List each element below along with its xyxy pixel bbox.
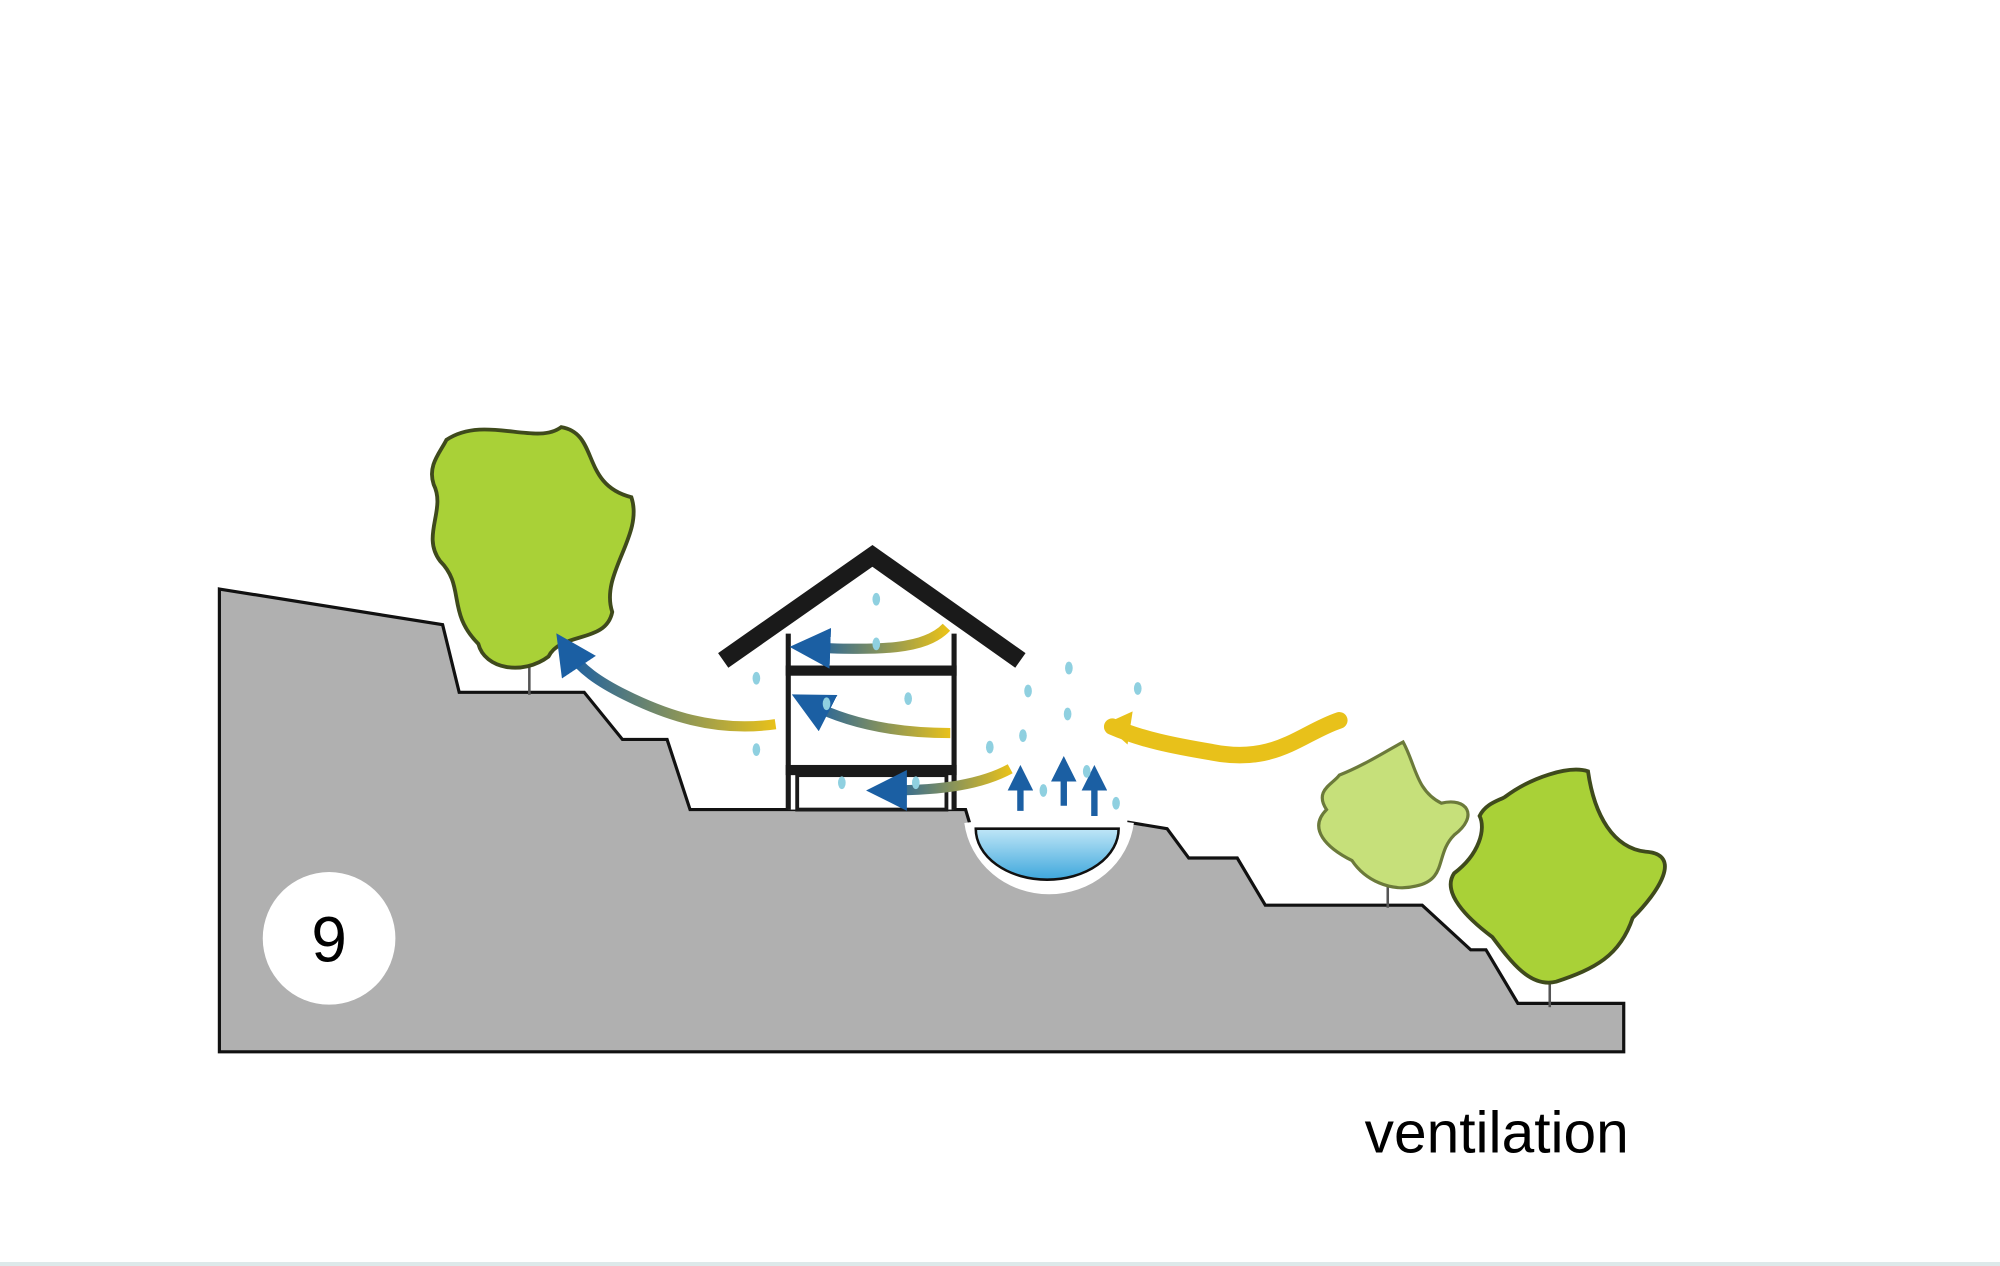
wind-arrows [556, 623, 1348, 816]
wind-arrow-mid-floor [791, 694, 951, 739]
tree-icon [430, 425, 636, 695]
pond [964, 821, 1134, 895]
tree-icon [1448, 767, 1667, 1008]
wind-arrow-incoming [1103, 712, 1348, 764]
wind-arrow-ground-floor [866, 764, 1013, 811]
step-number: 9 [311, 903, 346, 975]
step-number-badge: 9 [262, 872, 396, 1005]
roof [718, 544, 1026, 668]
bottom-divider [0, 1262, 2000, 1266]
tree-icon [1317, 739, 1470, 908]
diagram-caption: ventilation [1365, 1101, 1629, 1166]
water-droplets [752, 592, 1142, 810]
house-section [718, 544, 1026, 812]
wind-arrow-incoming-head [1104, 711, 1133, 745]
wind-arrow-exhaust [556, 633, 777, 732]
wind-arrow-top-floor [789, 623, 951, 669]
